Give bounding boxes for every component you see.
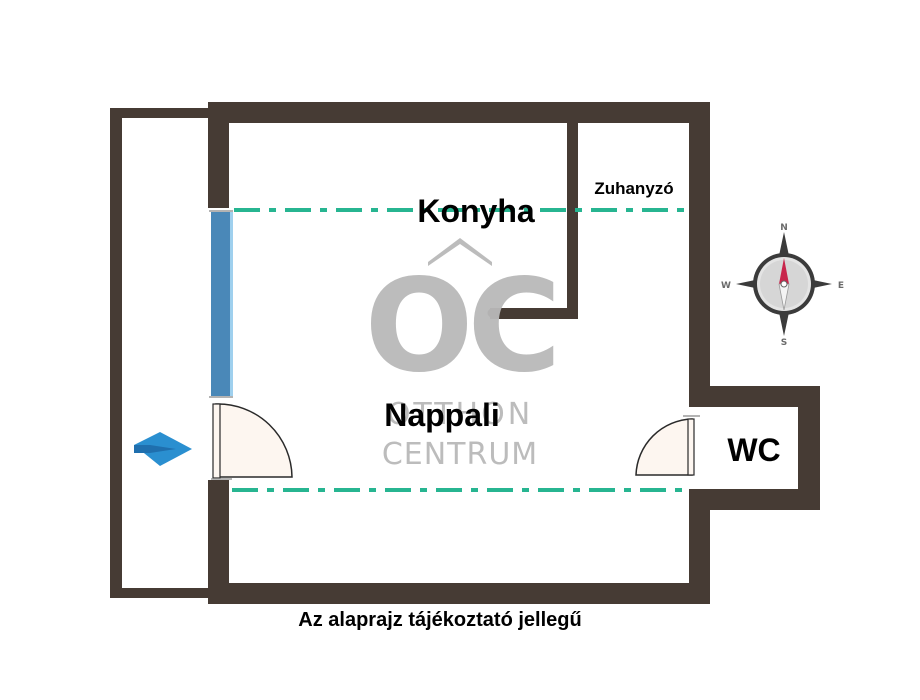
- room-label-shower: Zuhanyzó: [594, 179, 673, 198]
- watermark-monogram: OC: [365, 252, 556, 401]
- shower-partition: [487, 123, 578, 319]
- window: [204, 208, 234, 403]
- watermark-line2: CENTRUM: [382, 437, 538, 472]
- watermark-logo: OC OTTHON CENTRUM: [365, 238, 561, 472]
- watermark-line1: OTTHON: [387, 397, 533, 432]
- room-label-living: Nappali: [384, 397, 500, 433]
- compass-east: E: [838, 281, 844, 291]
- wc-annex: [695, 386, 820, 510]
- main-room-walls: [208, 102, 712, 604]
- compass-west: W: [721, 281, 731, 291]
- compass-south: S: [781, 338, 787, 348]
- compass-rose-icon: N S W E: [721, 223, 844, 348]
- wc-door: [635, 415, 700, 476]
- entrance-door: [204, 402, 293, 480]
- room-label-kitchen: Konyha: [417, 193, 535, 229]
- compass-north: N: [780, 223, 788, 233]
- entry-arrow-icon: [134, 432, 192, 466]
- room-label-wc: WC: [727, 432, 780, 468]
- disclaimer-caption: Az alaprajz tájékoztató jellegű: [298, 609, 581, 631]
- left-corridor: [110, 108, 215, 598]
- section-lines: [232, 208, 690, 492]
